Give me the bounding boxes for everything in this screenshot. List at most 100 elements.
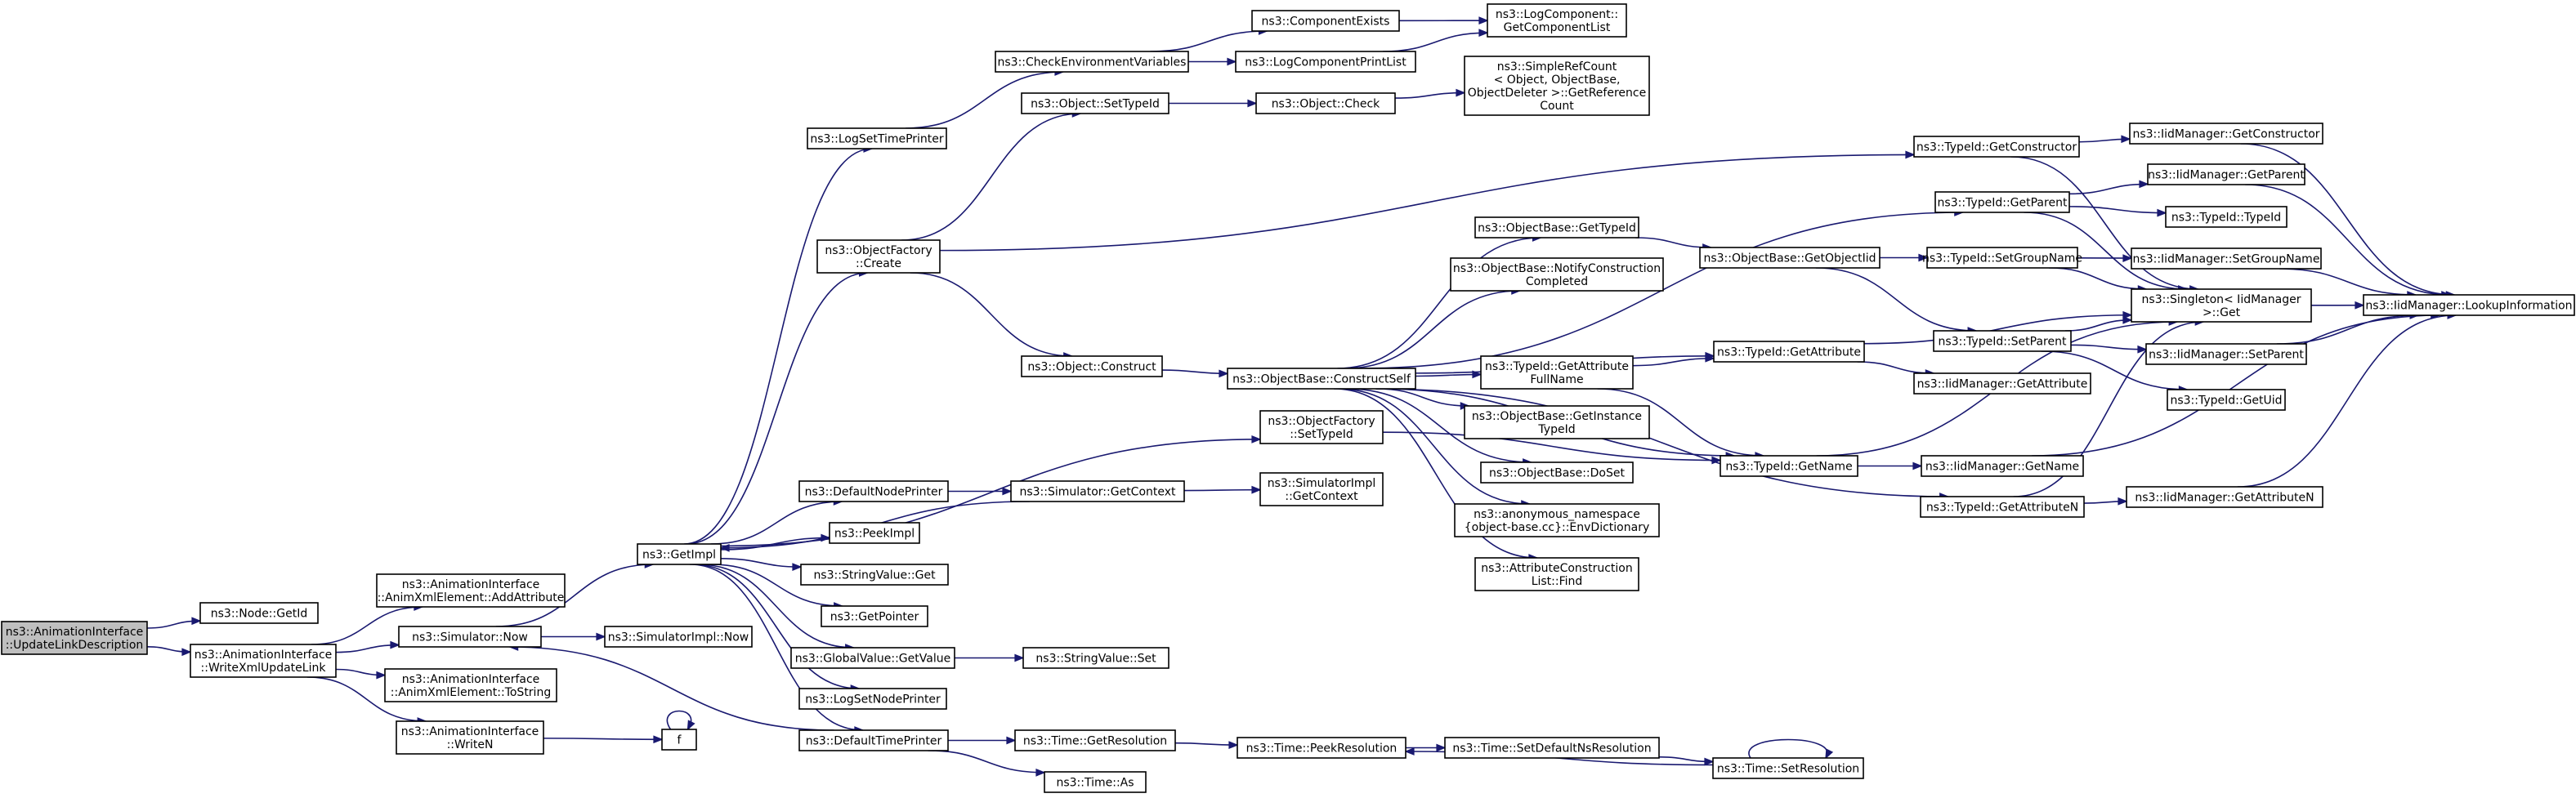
function-node[interactable]: ns3::ObjectFactory::SetTypeId — [1259, 410, 1384, 444]
function-node[interactable]: ns3::PeekImpl — [829, 522, 920, 544]
call-edge — [939, 150, 1916, 252]
call-edge — [2310, 301, 2365, 310]
function-node[interactable]: ns3::Time::As — [1044, 771, 1147, 793]
function-node-label: List::Find — [1532, 575, 1583, 588]
call-edge — [508, 643, 834, 731]
function-node[interactable]: ns3::ObjectBase::DoSet — [1480, 461, 1634, 484]
function-node[interactable]: ns3::ObjectBase::GetObjectIid — [1699, 247, 1881, 269]
function-node[interactable]: ns3::Time::SetResolution — [1712, 757, 1864, 779]
function-node-label: ns3::Time::As — [1056, 777, 1134, 790]
call-edge — [1398, 16, 1489, 25]
function-node-label: ns3::ObjectBase::ConstructSelf — [1232, 373, 1411, 386]
function-node-label: ns3::DefaultNodePrinter — [805, 486, 943, 499]
function-node-label: ns3::LogComponentPrintList — [1245, 56, 1407, 69]
function-node-label: ns3::AnimationInterface — [401, 725, 539, 738]
function-node[interactable]: ns3::DefaultTimePrinter — [798, 729, 949, 751]
function-node[interactable]: ns3::SimulatorImpl::GetContext — [1259, 472, 1384, 506]
function-node[interactable]: ns3::ComponentExists — [1251, 10, 1400, 32]
call-edge — [1632, 354, 1715, 367]
function-node[interactable]: ns3::TypeId::TypeId — [2165, 206, 2288, 228]
call-edge — [1183, 485, 1262, 494]
function-node-label: ns3::IidManager::GetName — [1925, 461, 2079, 474]
call-edge — [948, 487, 1013, 496]
function-node[interactable]: ns3::ObjectBase::ConstructSelf — [1227, 368, 1416, 390]
function-node[interactable]: ns3::anonymous_namespace{object-base.cc}… — [1454, 503, 1660, 537]
function-node[interactable]: ns3::TypeId::GetUid — [2167, 389, 2286, 411]
function-node[interactable]: ns3::GetPointer — [821, 605, 928, 627]
function-node-label: ns3::Time::SetResolution — [1717, 763, 1859, 776]
function-node[interactable]: ns3::Time::GetResolution — [1014, 729, 1176, 751]
function-node[interactable]: ns3::SimulatorImpl::Now — [604, 626, 753, 648]
function-node-label: ns3::AnimationInterface — [6, 626, 144, 639]
function-node-label: ns3::IidManager::GetAttributeN — [2135, 492, 2314, 505]
function-node-label: ns3::TypeId::GetAttributeN — [1926, 502, 2078, 515]
function-node[interactable]: ns3::AnimationInterface::WriteXmlUpdateL… — [190, 644, 337, 678]
function-node-label: ns3::TypeId::GetAttribute — [1485, 360, 1629, 373]
function-node[interactable]: ns3::Singleton< IidManager>::Get — [2131, 288, 2312, 323]
function-node[interactable]: ns3::LogSetNodePrinter — [798, 688, 947, 710]
function-node-label: ns3::Time::PeekResolution — [1246, 742, 1398, 756]
function-node[interactable]: ns3::ObjectBase::GetTypeId — [1474, 216, 1639, 239]
call-edges — [146, 16, 2457, 777]
function-node[interactable]: ns3::Object::Construct — [1021, 355, 1163, 377]
function-node[interactable]: ns3::Simulator::GetContext — [1010, 480, 1185, 502]
function-node[interactable]: ns3::Simulator::Now — [398, 626, 542, 648]
function-node-label: ns3::TypeId::GetParent — [1938, 197, 2068, 210]
function-node-label: ns3::Time::GetResolution — [1023, 735, 1167, 748]
function-node[interactable]: ns3::Time::SetDefaultNsResolution — [1444, 737, 1660, 759]
function-node[interactable]: ns3::LogComponent::GetComponentList — [1487, 3, 1627, 38]
call-edge — [2078, 135, 2131, 144]
function-node[interactable]: ns3::StringValue::Get — [800, 564, 949, 586]
function-node-label: ns3::anonymous_namespace — [1474, 508, 1640, 521]
function-node[interactable]: ns3::AnimationInterface::AnimXmlElement:… — [384, 668, 557, 702]
function-node[interactable]: ns3::AnimationInterface::AnimXmlElement:… — [376, 573, 566, 608]
function-node[interactable]: ns3::ObjectFactory::Create — [816, 239, 941, 274]
function-node-label: ns3::ObjectBase::GetTypeId — [1478, 222, 1636, 235]
function-node-label: GetComponentList — [1504, 21, 1611, 34]
function-node[interactable]: ns3::Time::PeekResolution — [1237, 737, 1407, 759]
function-node[interactable]: ns3::IidManager::SetParent — [2145, 343, 2307, 365]
function-node[interactable]: ns3::ObjectBase::NotifyConstructionCompl… — [1450, 257, 1664, 292]
function-node[interactable]: ns3::DefaultNodePrinter — [798, 480, 949, 502]
function-node-label: ns3::GetPointer — [830, 611, 919, 624]
function-node[interactable]: ns3::TypeId::GetName — [1720, 455, 1858, 477]
function-node[interactable]: ns3::TypeId::SetGroupName — [1922, 247, 2082, 269]
function-node[interactable]: ns3::IidManager::SetGroupName — [2131, 247, 2322, 270]
call-edge — [540, 632, 606, 641]
function-node[interactable]: ns3::TypeId::GetConstructor — [1913, 136, 2080, 158]
function-node[interactable]: ns3::TypeId::SetParent — [1933, 330, 2072, 352]
function-node[interactable]: ns3::CheckEnvironmentVariables — [995, 51, 1189, 73]
function-node[interactable]: ns3::IidManager::LookupInformation — [2363, 294, 2575, 316]
function-node[interactable]: ns3::TypeId::GetAttributeN — [1920, 496, 2085, 518]
root-function-node[interactable]: ns3::AnimationInterface::UpdateLinkDescr… — [1, 621, 148, 655]
function-node[interactable]: ns3::TypeId::GetAttribute — [1713, 341, 1865, 363]
function-node[interactable]: ns3::IidManager::GetAttribute — [1913, 372, 2091, 395]
function-node[interactable]: ns3::Node::GetId — [199, 602, 319, 624]
function-node[interactable]: ns3::StringValue::Set — [1022, 647, 1169, 669]
function-node[interactable]: ns3::AnimationInterface::WriteN — [396, 720, 544, 755]
function-node-label: < Object, ObjectBase, — [1494, 74, 1621, 87]
function-node[interactable]: ns3::LogSetTimePrinter — [807, 127, 947, 149]
function-node-label: ns3::StringValue::Get — [813, 569, 936, 582]
function-node[interactable]: ns3::Object::SetTypeId — [1021, 92, 1169, 114]
function-node[interactable]: ns3::GlobalValue::GetValue — [790, 647, 955, 669]
function-node-label: ns3::TypeId::SetGroupName — [1922, 252, 2082, 265]
function-node[interactable]: ns3::Object::Check — [1255, 92, 1396, 114]
function-node[interactable]: ns3::LogComponentPrintList — [1235, 51, 1416, 73]
function-node[interactable]: ns3::SimpleRefCount< Object, ObjectBase,… — [1464, 56, 1650, 116]
function-node[interactable]: ns3::IidManager::GetConstructor — [2129, 123, 2323, 145]
function-node[interactable]: ns3::IidManager::GetName — [1921, 455, 2084, 477]
function-node[interactable]: ns3::IidManager::GetAttributeN — [2126, 486, 2323, 508]
function-node[interactable]: f — [661, 729, 697, 751]
function-node[interactable]: ns3::GetImpl — [637, 543, 722, 565]
function-node[interactable]: ns3::TypeId::GetParent — [1934, 191, 2070, 213]
function-node-label: ns3::TypeId::GetAttribute — [1717, 346, 1861, 359]
function-node-label: ::SetTypeId — [1290, 428, 1353, 441]
function-node-label: ns3::Simulator::Now — [412, 631, 528, 644]
function-node[interactable]: ns3::IidManager::GetParent — [2147, 163, 2305, 185]
function-node-label: ns3::LogComponent:: — [1496, 8, 1618, 21]
